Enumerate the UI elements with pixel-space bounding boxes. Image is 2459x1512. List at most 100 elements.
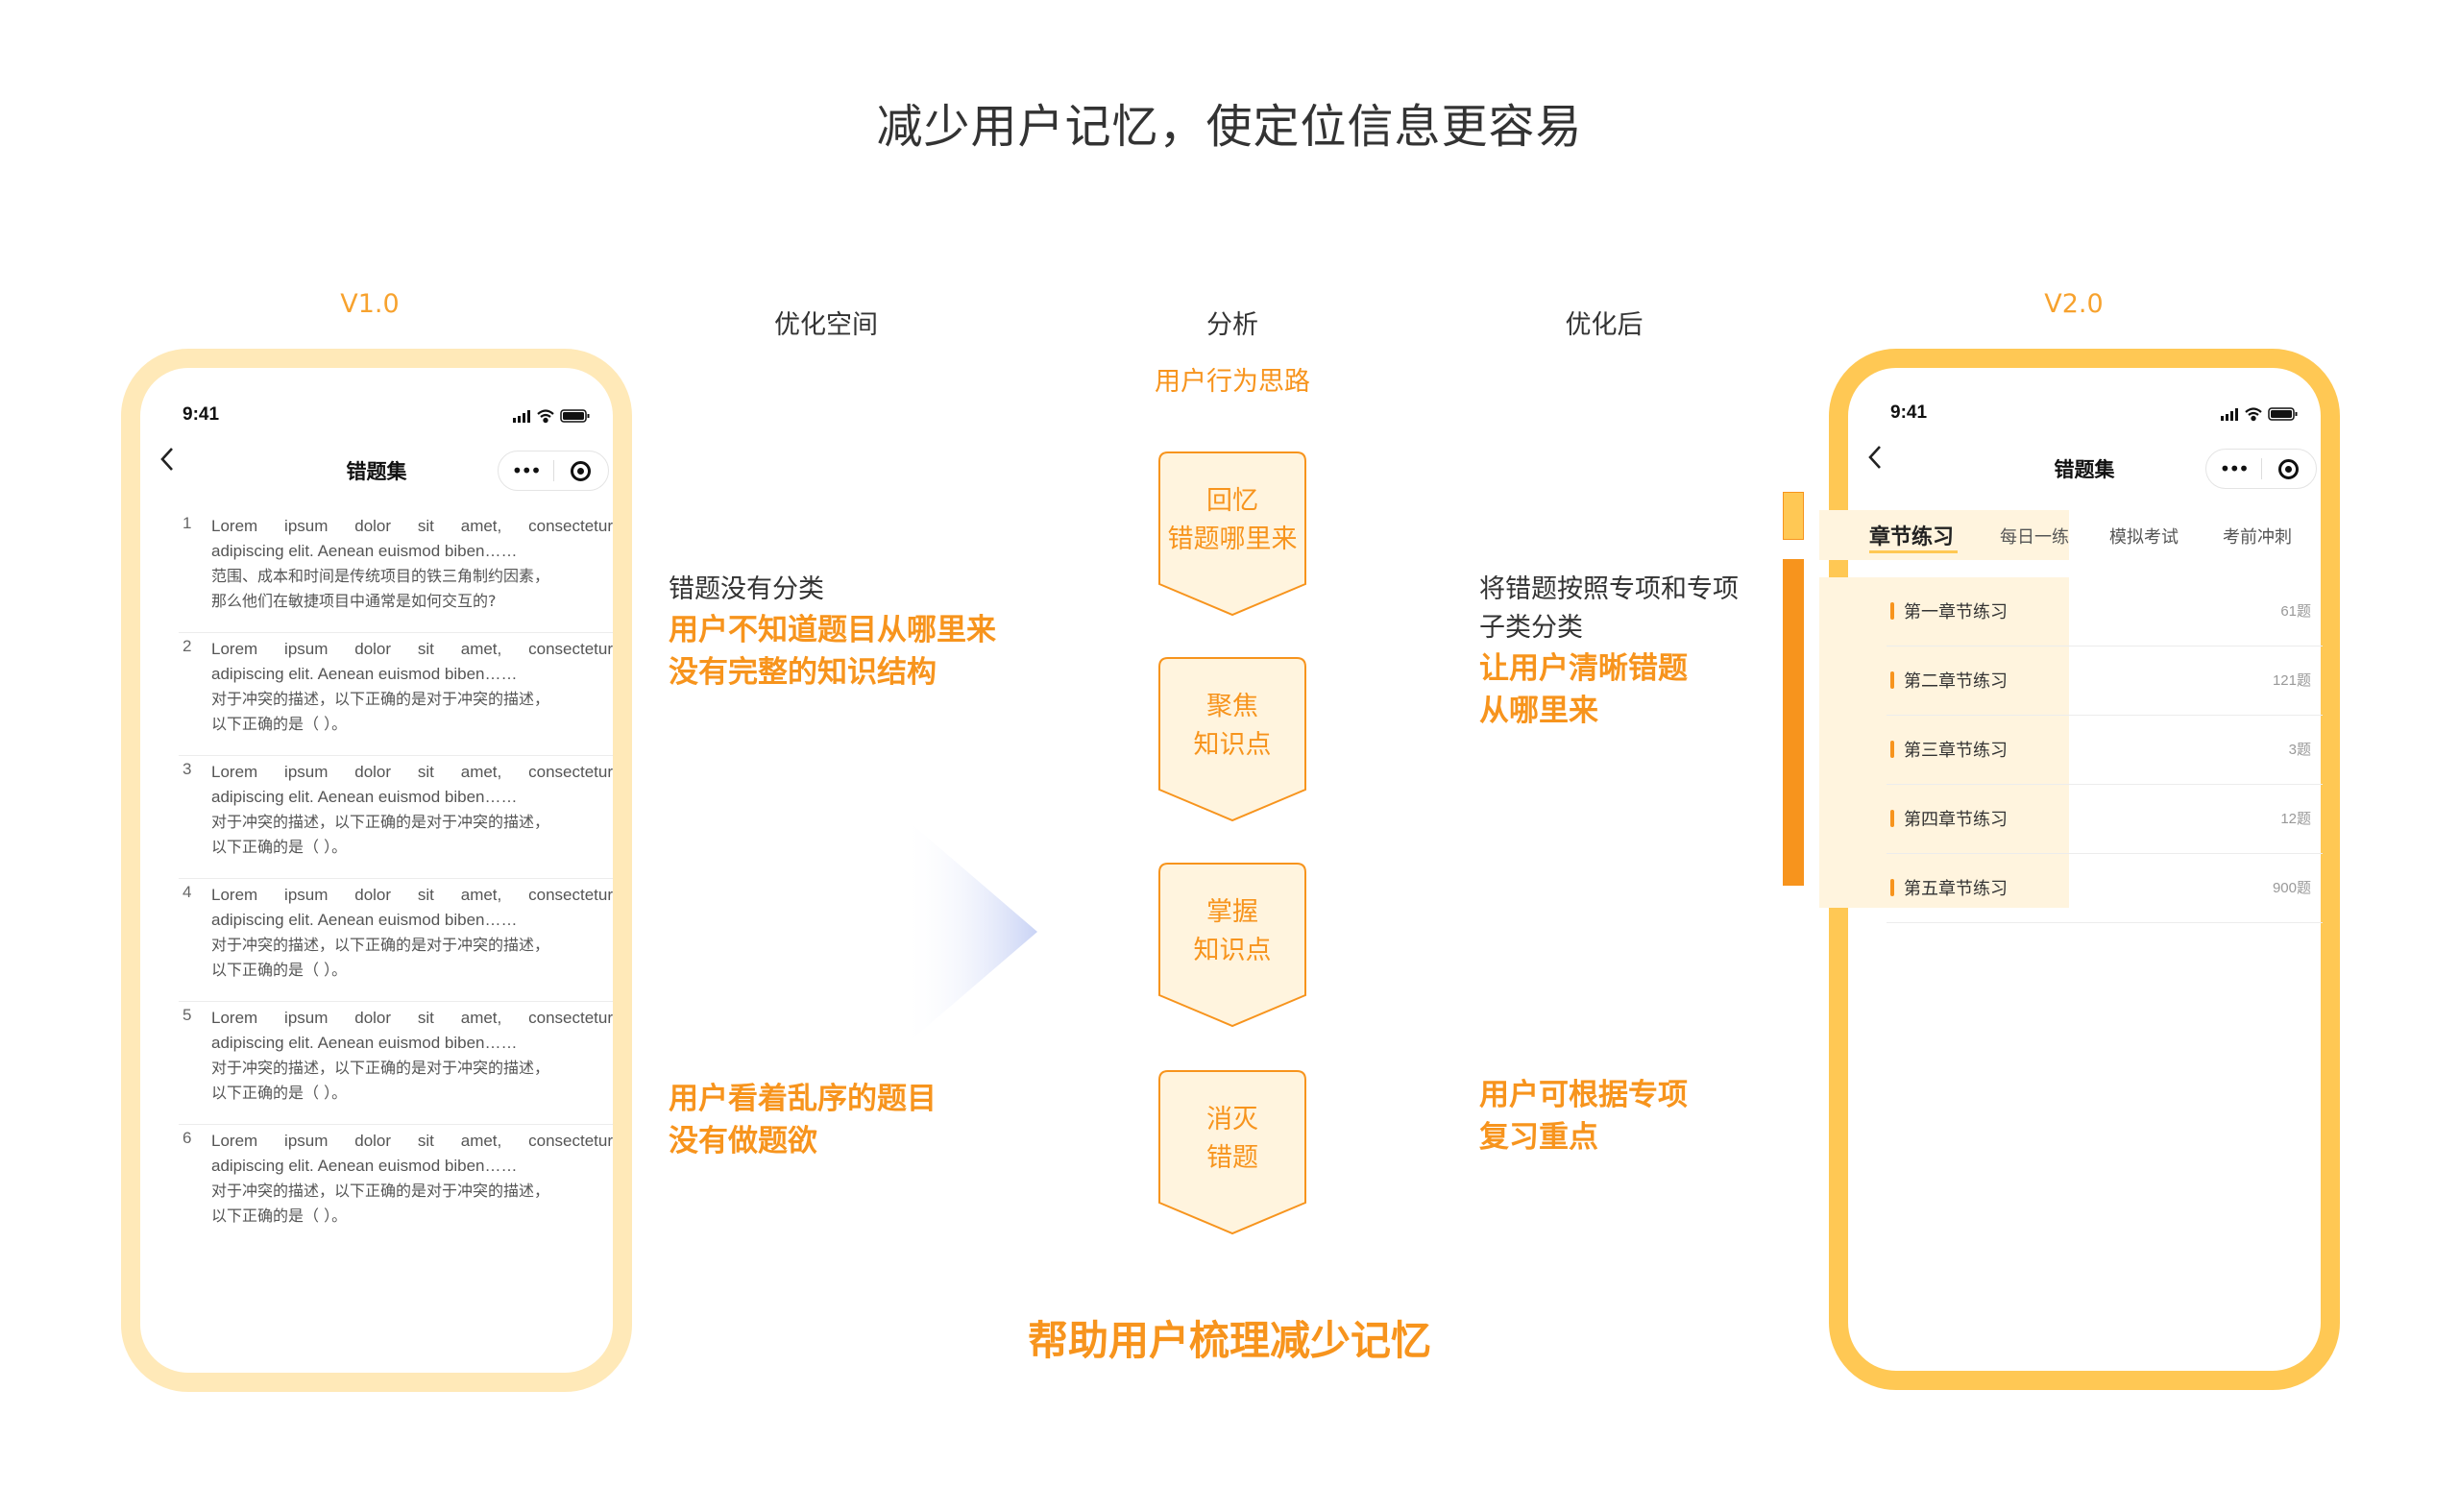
header-optimize-space: 优化空间 — [774, 310, 878, 340]
chapter-name: 第二章节练习 — [1904, 671, 2008, 692]
list-item[interactable]: 2 Lorem ipsum dolor sit amet, consectetu… — [179, 637, 613, 756]
target-circle-icon[interactable] — [2262, 458, 2317, 479]
phone-v1-frame: 9:41 错题集 ••• 1 Lorem ipsum dolor sit ame… — [121, 349, 632, 1392]
question-text: 以下正确的是（ ）。 — [211, 961, 348, 979]
list-item[interactable]: 6 Lorem ipsum dolor sit amet, consectetu… — [179, 1129, 613, 1248]
status-icons — [2221, 406, 2300, 422]
question-text: 以下正确的是（ ）。 — [211, 1084, 348, 1102]
list-highlight — [1819, 577, 2069, 908]
question-text: adipiscing elit. Aenean euismod biben…… — [211, 542, 518, 560]
chapter-count: 121题 — [2272, 672, 2311, 689]
list-item[interactable]: 第五章节练习 900题 — [1887, 854, 2323, 923]
question-text: adipiscing elit. Aenean euismod biben…… — [211, 911, 518, 929]
list-item[interactable]: 第三章节练习 3题 — [1887, 716, 2323, 785]
list-item[interactable]: 4 Lorem ipsum dolor sit amet, consectetu… — [179, 883, 613, 1002]
status-time: 9:41 — [183, 404, 220, 425]
target-circle-icon[interactable] — [554, 460, 609, 481]
problem-line: 没有完整的知识结构 — [669, 655, 937, 690]
question-text: 以下正确的是（ ）。 — [211, 715, 348, 733]
list-item[interactable]: 第一章节练习 61题 — [1887, 577, 2323, 646]
more-dots-icon[interactable]: ••• — [511, 459, 542, 482]
list-item[interactable]: 5 Lorem ipsum dolor sit amet, consectetu… — [179, 1006, 613, 1125]
page-title: 减少用户记忆，使定位信息更容易 — [876, 100, 1583, 154]
question-text: Lorem ipsum dolor sit amet, consectetur — [211, 1132, 613, 1150]
header-analysis: 分析 — [1206, 310, 1258, 340]
signal-icon — [513, 410, 530, 423]
question-number: 1 — [183, 514, 192, 532]
list-marker — [1783, 559, 1804, 886]
question-text: 那么他们在敏捷项目中通常是如何交互的? — [211, 592, 497, 610]
step-label: 消灭 — [1206, 1105, 1258, 1134]
chapter-count: 3题 — [2288, 742, 2311, 758]
solution-line: 用户可根据专项 — [1479, 1078, 1688, 1112]
problem-block-2: 用户看着乱序的题目 没有做题欲 — [669, 1078, 1072, 1162]
battery-icon — [2268, 407, 2298, 421]
chapter-count: 900题 — [2272, 880, 2311, 896]
solution-line: 将错题按照专项和专项 — [1479, 574, 1739, 604]
step-label: 错题 — [1206, 1143, 1258, 1173]
step-focus: 聚焦 知识点 — [1156, 655, 1308, 824]
tab-mock-exam[interactable]: 模拟考试 — [2109, 527, 2179, 548]
capsule-menu[interactable]: ••• — [2205, 449, 2317, 489]
question-text: 对于冲突的描述，以下正确的是对于冲突的描述， — [211, 1182, 550, 1200]
nav-title: 错题集 — [346, 460, 407, 483]
step-label: 掌握 — [1206, 897, 1258, 927]
solution-line: 让用户清晰错题 — [1479, 651, 1688, 686]
question-text: adipiscing elit. Aenean euismod biben…… — [211, 1034, 518, 1052]
question-text: 以下正确的是（ ）。 — [211, 838, 348, 856]
capsule-menu[interactable]: ••• — [498, 451, 609, 491]
tab-daily-practice[interactable]: 每日一练 — [2000, 527, 2069, 548]
list-item[interactable]: 3 Lorem ipsum dolor sit amet, consectetu… — [179, 760, 613, 879]
signal-icon — [2221, 408, 2238, 421]
list-item[interactable]: 第四章节练习 12题 — [1887, 785, 2323, 854]
problem-line: 没有做题欲 — [669, 1124, 817, 1158]
step-recall: 回忆 错题哪里来 — [1156, 450, 1308, 619]
step-label: 聚焦 — [1206, 692, 1258, 721]
question-text: 对于冲突的描述，以下正确的是对于冲突的描述， — [211, 813, 550, 831]
phone-v2-frame: 9:41 错题集 ••• 章节练习 每日一练 模拟考试 考前冲刺 第一章节练习 … — [1819, 349, 2340, 1390]
question-number: 3 — [183, 760, 192, 778]
status-icons — [513, 408, 592, 424]
chapter-name: 第三章节练习 — [1904, 741, 2008, 761]
question-text: 对于冲突的描述，以下正确的是对于冲突的描述， — [211, 936, 550, 954]
tab-chapter-practice[interactable]: 章节练习 — [1869, 525, 1955, 549]
step-master: 掌握 知识点 — [1156, 861, 1308, 1030]
question-text: 以下正确的是（ ）。 — [211, 1207, 348, 1225]
back-chevron-icon[interactable] — [1865, 443, 1885, 479]
tab-underline — [1869, 550, 1958, 553]
header-optimized: 优化后 — [1565, 310, 1643, 340]
question-number: 6 — [183, 1129, 192, 1147]
more-dots-icon[interactable]: ••• — [2219, 457, 2250, 480]
step-label: 知识点 — [1193, 730, 1272, 760]
list-item[interactable]: 1 Lorem ipsum dolor sit amet, consectetu… — [179, 514, 613, 633]
question-text: adipiscing elit. Aenean euismod biben…… — [211, 665, 518, 683]
question-text: 对于冲突的描述，以下正确的是对于冲突的描述， — [211, 1059, 550, 1077]
solution-block-2: 用户可根据专项 复习重点 — [1479, 1074, 1806, 1158]
step-label: 错题哪里来 — [1167, 524, 1298, 554]
wifi-icon — [2245, 407, 2262, 422]
tab-final-sprint[interactable]: 考前冲刺 — [2223, 527, 2292, 548]
solution-block-1: 将错题按照专项和专项 子类分类 让用户清晰错题 从哪里来 — [1479, 571, 1806, 732]
problem-line: 用户不知道题目从哪里来 — [669, 613, 996, 647]
analysis-subtitle: 用户行为思路 — [1155, 367, 1310, 397]
question-text: 范围、成本和时间是传统项目的铁三角制约因素， — [211, 567, 550, 585]
tab-marker — [1783, 492, 1804, 540]
solution-line: 子类分类 — [1479, 613, 1583, 643]
question-text: Lorem ipsum dolor sit amet, consectetur — [211, 640, 613, 658]
battery-icon — [560, 409, 590, 423]
question-number: 4 — [183, 883, 192, 901]
nav-title: 错题集 — [2054, 458, 2115, 481]
chapter-name: 第一章节练习 — [1904, 602, 2008, 622]
step-eliminate: 消灭 错题 — [1156, 1068, 1308, 1237]
back-chevron-icon[interactable] — [158, 445, 177, 481]
chapter-count: 61题 — [2280, 603, 2311, 620]
problem-line: 错题没有分类 — [669, 574, 824, 604]
question-text: adipiscing elit. Aenean euismod biben…… — [211, 1157, 518, 1175]
question-text: adipiscing elit. Aenean euismod biben…… — [211, 788, 518, 806]
chapter-name: 第五章节练习 — [1904, 879, 2008, 899]
step-label: 知识点 — [1193, 936, 1272, 965]
bottom-caption: 帮助用户梳理减少记忆 — [1027, 1317, 1431, 1364]
wifi-icon — [537, 409, 554, 424]
list-item[interactable]: 第二章节练习 121题 — [1887, 646, 2323, 716]
question-text: Lorem ipsum dolor sit amet, consectetur — [211, 1009, 613, 1027]
